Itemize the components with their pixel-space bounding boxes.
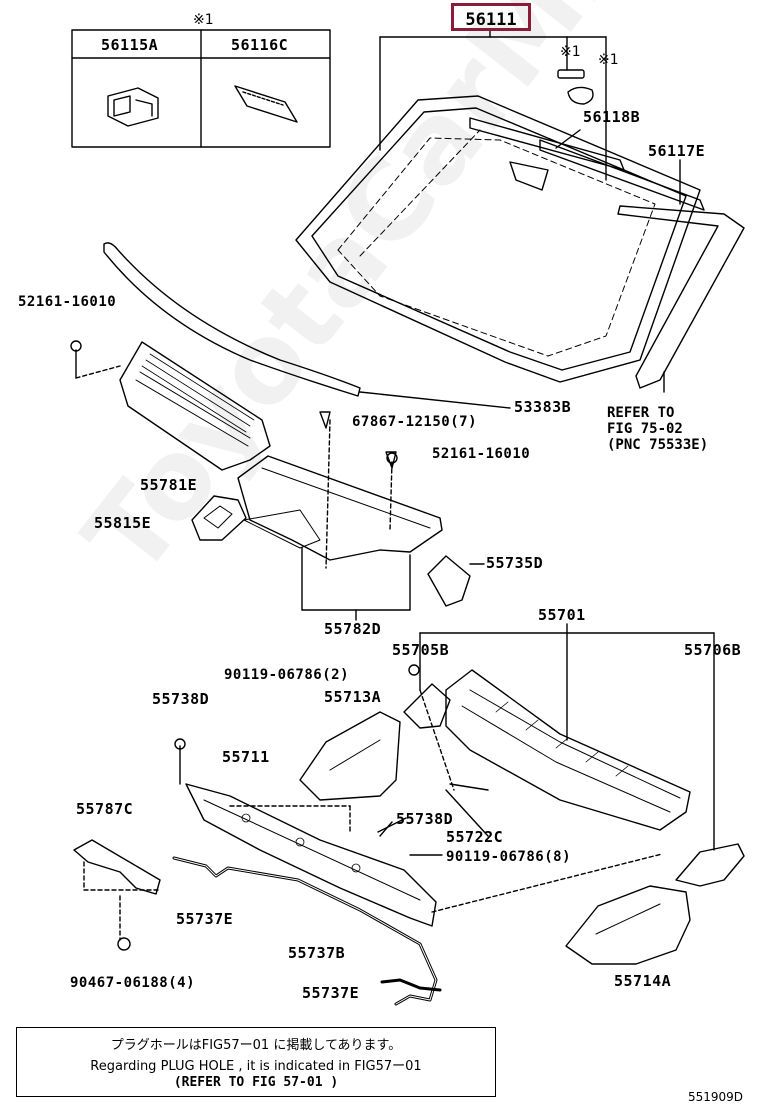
cowl-panel	[237, 455, 443, 561]
part-55737E-a[interactable]: 55737E	[176, 910, 234, 928]
mark-2: ※1	[598, 52, 619, 68]
refer-note: REFER TO FIG 75-02 (PNC 75533E)	[607, 405, 709, 453]
part-55705B[interactable]: 55705B	[392, 641, 450, 659]
part-56115A[interactable]: 56115A	[101, 36, 159, 54]
reference-note-jp: プラグホールはFIG57ー01 に掲載してあります。	[110, 1038, 402, 1053]
inset-box	[71, 29, 331, 148]
part-56117E[interactable]: 56117E	[648, 142, 706, 160]
cowl-top-panel	[445, 669, 691, 831]
part-90119-06786-b[interactable]: 90119-06786(8)	[446, 849, 572, 865]
windshield-glass	[295, 95, 701, 383]
part-55737B[interactable]: 55737B	[288, 944, 346, 962]
part-55737E-b[interactable]: 55737E	[302, 984, 360, 1002]
part-55714A[interactable]: 55714A	[614, 972, 672, 990]
part-55738D-a[interactable]: 55738D	[152, 690, 210, 708]
part-55701[interactable]: 55701	[538, 606, 586, 624]
part-55713A[interactable]: 55713A	[324, 688, 382, 706]
cowl-lower-panel	[185, 783, 437, 927]
part-90467-06188[interactable]: 90467-06188(4)	[70, 975, 196, 991]
side-panel-55714A	[565, 885, 691, 965]
side-panel-55713A	[299, 711, 401, 801]
mark-1: ※1	[560, 44, 581, 60]
part-55706B[interactable]: 55706B	[684, 641, 742, 659]
part-52161-16010-b[interactable]: 52161-16010	[432, 446, 531, 462]
part-55815E[interactable]: 55815E	[94, 514, 152, 532]
main-part-box[interactable]: 56111	[451, 3, 531, 31]
part-55711[interactable]: 55711	[222, 748, 270, 766]
diagram-code: 551909D	[688, 1090, 744, 1104]
part-55722C[interactable]: 55722C	[446, 828, 504, 846]
part-56118B[interactable]: 56118B	[583, 108, 641, 126]
weatherstrip	[103, 242, 361, 397]
reference-note-box: プラグホールはFIG57ー01 に掲載してあります。 Regarding PLU…	[16, 1027, 496, 1097]
part-90119-06786-a[interactable]: 90119-06786(2)	[224, 667, 350, 683]
part-67867-12150[interactable]: 67867-12150(7)	[352, 414, 478, 430]
part-52161-16010-a[interactable]: 52161-16010	[18, 294, 117, 310]
part-56116C[interactable]: 56116C	[231, 36, 289, 54]
part-55787C[interactable]: 55787C	[76, 800, 134, 818]
part-55738D-b[interactable]: 55738D	[396, 810, 454, 828]
reference-note-fig: (REFER TO FIG 57-01 )	[173, 1075, 339, 1090]
inset-mark: ※1	[193, 12, 214, 28]
part-55782D[interactable]: 55782D	[324, 620, 382, 638]
main-part-number: 56111	[465, 10, 517, 30]
reference-note-en: Regarding PLUG HOLE , it is indicated in…	[90, 1059, 422, 1074]
part-53383B[interactable]: 53383B	[514, 398, 572, 416]
cowl-louver	[119, 341, 271, 471]
part-55735D[interactable]: 55735D	[486, 554, 544, 572]
part-55781E[interactable]: 55781E	[140, 476, 198, 494]
